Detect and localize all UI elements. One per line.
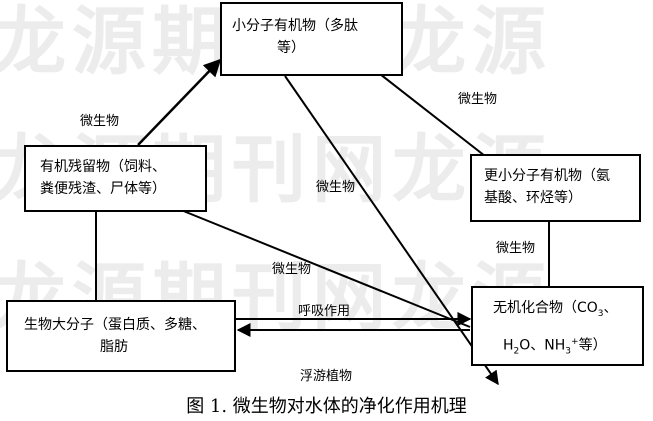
edge-small-to-smaller: [361, 59, 486, 157]
figure-caption: 图 1. 微生物对水体的净化作用机理: [186, 396, 467, 417]
node-bio-macromolecule-line1: 生物大分子（蛋白质、多糖、: [24, 317, 206, 333]
edge-residue-to-small: [137, 58, 222, 146]
edge-small-to-inorganic: [284, 75, 499, 386]
inorganic-h: H: [503, 337, 514, 354]
label-plankton: 浮游植物: [300, 369, 353, 384]
label-smaller-to-inorganic: 微生物: [496, 241, 536, 256]
node-small-organic-line2: 等）: [277, 40, 305, 56]
node-smaller-organic-line2: 基酸、环烃等）: [484, 190, 582, 206]
node-bio-macromolecule-line2: 脂肪: [100, 339, 128, 355]
node-organic-residue-line2: 粪便残渣、尸体等）: [40, 181, 166, 197]
inorganic-nh-sub: 3: [565, 346, 572, 357]
inorganic-co-text: 无机化合物（CO: [493, 300, 598, 316]
node-smaller-organic-line1: 更小分子有机物（氨: [484, 168, 610, 184]
inorganic-o-nh: O、NH: [519, 337, 566, 354]
edge-residue-to-inorganic: [175, 207, 471, 328]
node-bio-macromolecule: 生物大分子（蛋白质、多糖、 脂肪: [6, 300, 236, 372]
node-inorganic: 无机化合物（CO3、 H2O、NH3+等）: [471, 286, 644, 366]
node-inorganic-line1: 无机化合物（CO3、: [493, 297, 642, 325]
label-small-to-smaller: 微生物: [458, 92, 498, 107]
inorganic-nh-sup: +: [571, 336, 579, 347]
node-inorganic-line2: H2O、NH3+等）: [493, 331, 642, 362]
label-residue-to-small: 微生物: [80, 114, 120, 129]
label-small-to-inorganic: 微生物: [316, 180, 356, 195]
inorganic-co-sub: 3: [597, 308, 604, 319]
node-organic-residue: 有机残留物（饲料、 粪便残渣、尸体等）: [24, 145, 207, 212]
node-small-organic: 小分子有机物（多肽 等）: [220, 2, 403, 76]
label-respiration: 呼吸作用: [298, 304, 351, 319]
node-organic-residue-line1: 有机残留物（饲料、: [40, 159, 166, 175]
inorganic-h-sub: 2: [513, 346, 520, 357]
inorganic-line2-end: 等）: [578, 337, 607, 354]
label-residue-to-inorganic: 微生物: [272, 262, 312, 277]
inorganic-line1-end: 、: [603, 300, 618, 316]
node-smaller-organic: 更小分子有机物（氨 基酸、环烃等）: [470, 154, 641, 222]
node-small-organic-line1: 小分子有机物（多肽: [232, 18, 358, 34]
